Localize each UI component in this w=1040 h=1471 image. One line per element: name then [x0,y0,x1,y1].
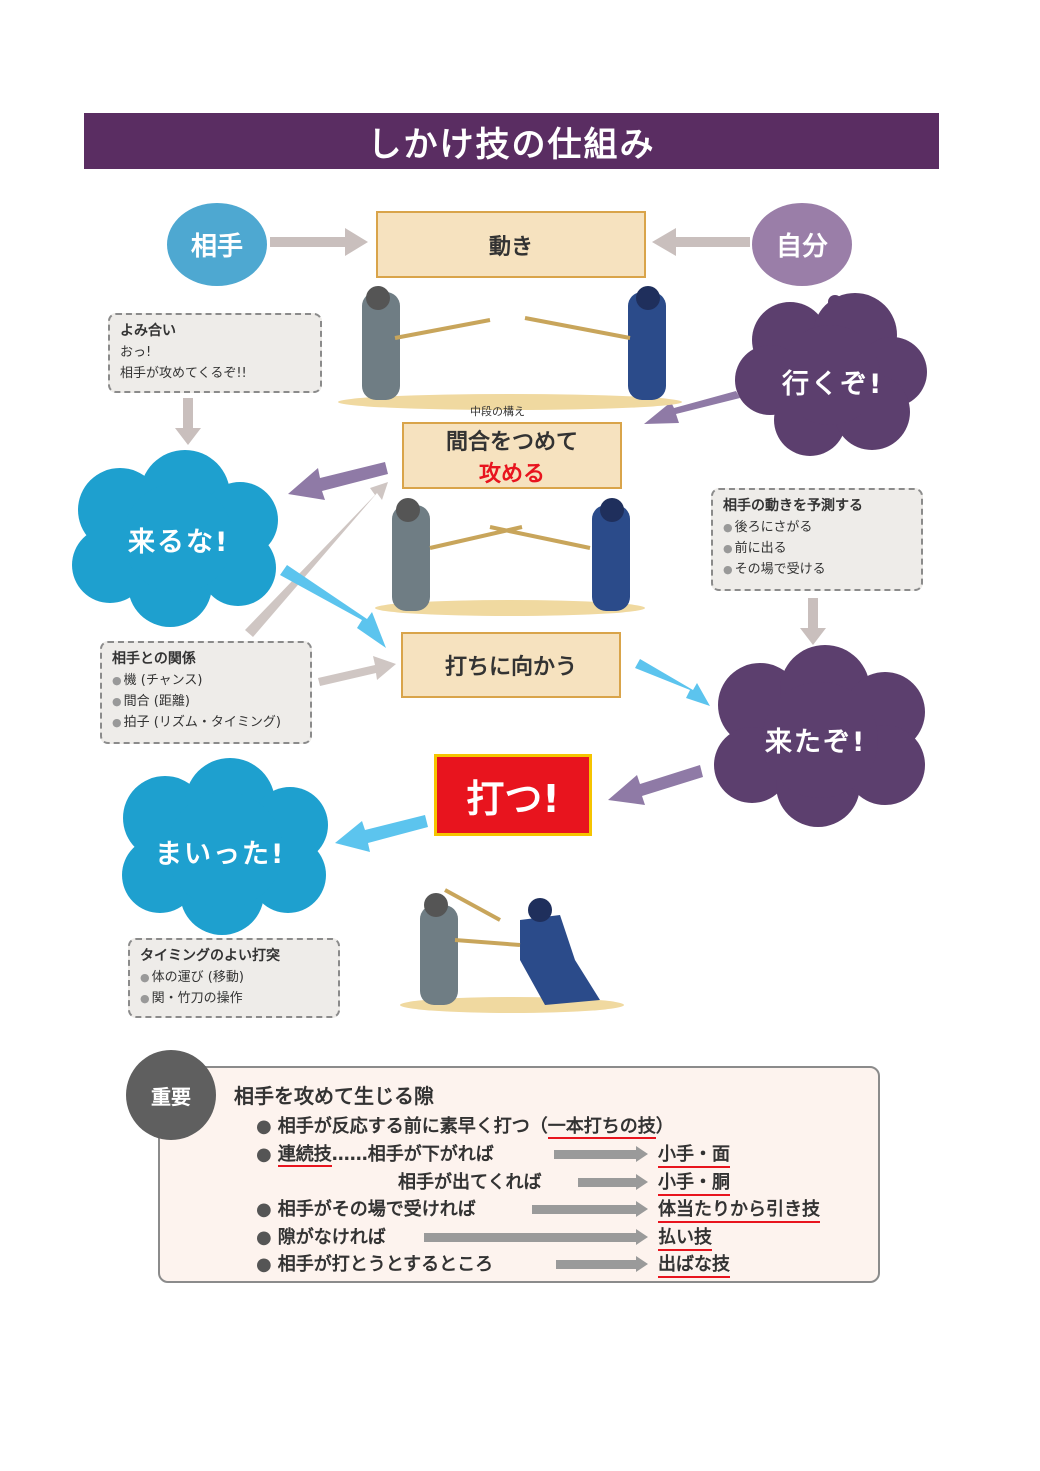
approach-box-line2: 攻める [478,461,545,487]
arrow-diag-grey [245,482,388,637]
note-yomiai-heading: よみ合い [120,323,176,339]
arrow-self-to-movement [652,228,750,256]
row4-result: 体当たりから引き技 [658,1195,820,1223]
important-row-4: ●相手がその場で受ければ [256,1195,476,1221]
note-relation-item: 機 (チャンス) [112,670,300,691]
note-timing-heading: タイミングのよい打突 [140,948,280,964]
arrow-row6 [556,1256,648,1272]
arrow-opponent-to-movement [270,228,368,256]
row2-cond: 相手が下がれば [367,1144,494,1165]
arrow-dontcome-to-strikeapproach [280,565,386,648]
note-predict: 相手の動きを予測する 後ろにさがる 前に出る その場で受ける [711,488,923,591]
opponent-circle: 相手 [167,203,267,286]
note-timing-item: 関・竹刀の操作 [140,988,328,1009]
strike-box: 打つ! [434,754,592,836]
important-panel: 相手を攻めて生じる隙 ●相手が反応する前に素早く打つ（一本打ちの技） ●連続技…… [158,1066,880,1283]
movement-box-label: 動き [488,234,533,260]
arrow-row2 [554,1146,648,1162]
arrow-comes-to-strike [608,765,703,805]
chudan-caption: 中段の構え [470,405,525,418]
note-relation-heading: 相手との関係 [112,651,196,667]
arrow-go-to-approach [644,391,740,424]
important-row-5: ●隙がなければ [256,1223,386,1249]
row6-cond: 相手が打とうとするところ [277,1254,494,1275]
arrow-predict-down [800,598,826,645]
cloud-i-give-up-label: まいった! [155,839,286,870]
row2-term: 連続技 [277,1144,332,1167]
approach-box: 間合をつめて 攻める [402,422,622,489]
approach-box-line1: 間合をつめて [445,429,578,455]
note-relation-item: 間合 (距離) [112,691,300,712]
row2-dots: …… [331,1144,368,1165]
important-heading: 相手を攻めて生じる隙 [234,1084,434,1108]
cloud-i-give-up [122,758,328,935]
row3-cond: 相手が出てくれば [398,1172,542,1193]
note-predict-item: 後ろにさがる [723,517,911,538]
arrow-relation-to-strike-approach [318,656,396,686]
bullet-icon: ● [256,1227,272,1248]
arrow-approach-to-dontcome [288,462,388,500]
bullet-icon: ● [256,1199,272,1220]
note-yomiai-line: 相手が攻めてくるぞ!! [120,366,247,381]
arrow-yomiai-down [175,398,201,445]
illustration-chudan [338,286,682,410]
page-title: しかけ技の仕組み [84,113,939,169]
self-circle: 自分 [752,203,852,286]
note-predict-item: 前に出る [723,538,911,559]
row4-cond: 相手がその場で受ければ [277,1199,476,1220]
cloud-go [735,293,927,456]
note-yomiai: よみ合い おっ! 相手が攻めてくるぞ!! [108,313,322,393]
note-timing: タイミングのよい打突 体の運び (移動) 関・竹刀の操作 [128,938,340,1018]
strike-approach-box: 打ちに向かう [401,632,621,698]
row2-result: 小手・面 [658,1140,730,1168]
self-label: 自分 [775,232,828,262]
note-relation: 相手との関係 機 (チャンス) 間合 (距離) 拍子 (リズム・タイミング) [100,641,312,744]
illustration-strike [400,888,624,1013]
arrow-strikeapproach-to-comes [635,659,710,706]
movement-box: 動き [376,211,646,278]
row5-cond: 隙がなければ [277,1227,386,1248]
arrow-row4 [532,1201,648,1217]
strike-approach-label: 打ちに向かう [444,655,577,680]
arrow-row3 [578,1174,648,1190]
note-timing-item: 体の運び (移動) [140,967,328,988]
bullet-icon: ● [256,1144,272,1165]
arrow-row5 [424,1229,648,1245]
cloud-here-it-comes [714,645,925,827]
row1-close: ） [655,1116,674,1137]
cloud-go-label: 行くぞ! [782,369,884,400]
note-predict-heading: 相手の動きを予測する [723,498,863,514]
important-row-1: ●相手が反応する前に素早く打つ（一本打ちの技） [256,1112,674,1139]
bullet-icon: ● [256,1254,272,1275]
note-predict-item: その場で受ける [723,559,911,580]
row5-result: 払い技 [658,1223,712,1251]
opponent-label: 相手 [190,232,243,262]
bullet-icon: ● [256,1116,272,1137]
cloud-here-it-comes-label: 来たぞ! [765,727,867,758]
row1-text: 相手が反応する前に素早く打つ（ [277,1116,548,1137]
row1-result: 一本打ちの技 [547,1116,656,1139]
cloud-dont-come-label: 来るな! [128,527,230,558]
illustration-approach [375,498,645,616]
arrow-strike-to-giveup [335,815,428,852]
row3-result: 小手・胴 [658,1168,730,1196]
cloud-dont-come [72,450,278,627]
row6-result: 出ばな技 [658,1250,730,1278]
note-relation-item: 拍子 (リズム・タイミング) [112,712,300,733]
note-yomiai-line: おっ! [120,345,152,360]
important-row-6: ●相手が打とうとするところ [256,1250,493,1276]
important-row-2: ●連続技……相手が下がれば [256,1140,494,1167]
important-badge: 重要 [126,1050,216,1140]
